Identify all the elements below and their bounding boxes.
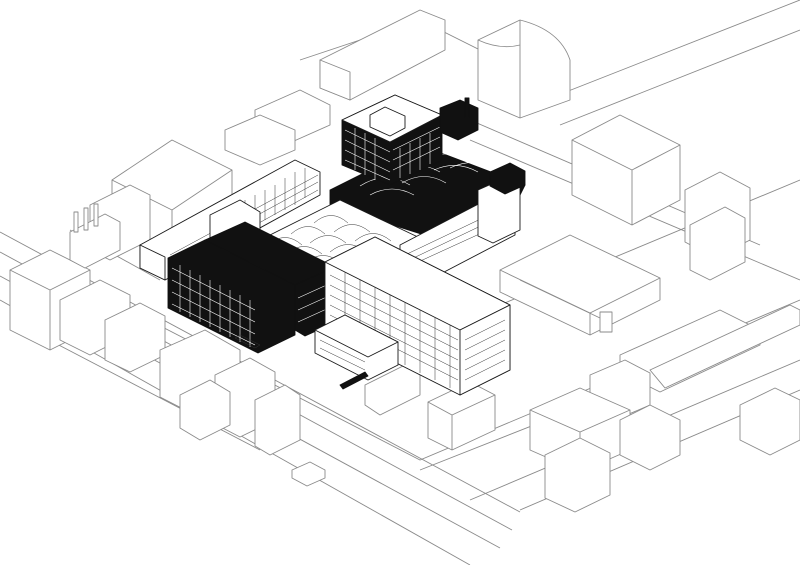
annex-front — [234, 314, 399, 390]
context-curved-tower — [477, 19, 571, 119]
campus-complex — [139, 94, 526, 396]
context-chimney-structure — [69, 203, 121, 269]
wing-east — [399, 162, 526, 283]
context-block-right-tall — [571, 114, 681, 226]
context-buildings — [9, 9, 800, 513]
lattice-tower — [341, 94, 479, 186]
context-warehouse — [499, 234, 661, 336]
